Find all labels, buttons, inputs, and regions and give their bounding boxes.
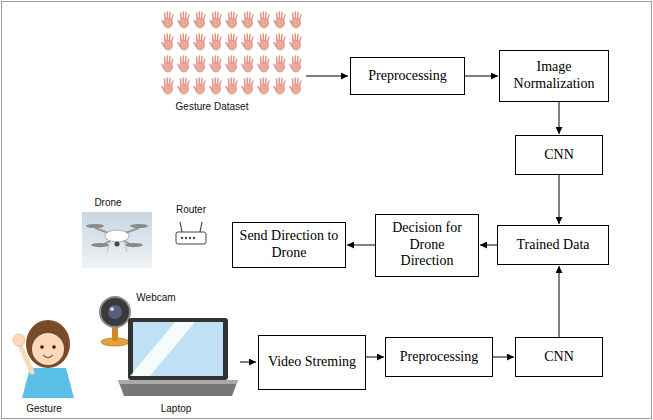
box-text: Send Direction to Drone: [239, 228, 339, 262]
process-box: Video Streming: [258, 335, 366, 390]
gesturing-girl: [13, 320, 74, 398]
drone-picture: [82, 212, 152, 268]
box-text: CNN: [544, 147, 574, 164]
picture-caption: Webcam: [136, 292, 175, 304]
flow-arrow: [465, 76, 498, 77]
picture-caption: Drone: [94, 197, 121, 209]
box-text: Decision for Drone Direction: [382, 220, 472, 270]
box-label: CNN: [544, 349, 574, 366]
box-label: Preprocessing: [368, 68, 447, 85]
box-label: CNN: [544, 147, 574, 164]
flow-arrow: [493, 357, 514, 358]
box-text: Trained Data: [517, 237, 590, 254]
process-box: CNN: [515, 135, 603, 175]
webcam-icon: [100, 297, 130, 346]
process-box: Decision for Drone Direction: [375, 214, 479, 277]
flow-arrow: [559, 102, 560, 134]
process-box: CNN: [515, 337, 603, 377]
flow-arrow: [366, 357, 384, 358]
laptop-arrow: [240, 362, 256, 363]
picture-caption: Laptop: [161, 403, 192, 415]
box-text: CNN: [544, 349, 574, 366]
process-box: Trained Data: [497, 225, 609, 265]
box-label: Video Streming: [268, 354, 356, 371]
box-label: Decision for Drone Direction: [382, 220, 472, 270]
flow-arrow: [347, 245, 375, 246]
box-text: Preprocessing: [400, 349, 479, 366]
box-text: Video Streming: [268, 354, 356, 371]
picture-caption: Gesture Dataset: [176, 101, 249, 113]
picture-caption: Router: [176, 204, 206, 216]
dataset-arrow: [306, 76, 348, 77]
gesture-dataset-image: [160, 8, 304, 96]
picture-caption: Gesture: [26, 403, 62, 415]
process-box: Preprocessing: [350, 57, 465, 95]
process-box: Send Direction to Drone: [232, 222, 346, 268]
flow-arrow: [559, 175, 560, 224]
process-box: Preprocessing: [385, 337, 493, 377]
laptop-picture: [118, 318, 238, 396]
box-label: Image Normalization: [506, 59, 602, 93]
box-label: Trained Data: [517, 237, 590, 254]
process-box: Image Normalization: [499, 50, 609, 102]
box-label: Preprocessing: [400, 349, 479, 366]
box-text: Image Normalization: [506, 59, 602, 93]
box-text: Preprocessing: [368, 68, 447, 85]
router-icon: [176, 222, 206, 244]
flow-arrow: [559, 266, 560, 337]
flow-arrow: [480, 245, 497, 246]
box-label: Send Direction to Drone: [239, 228, 339, 262]
